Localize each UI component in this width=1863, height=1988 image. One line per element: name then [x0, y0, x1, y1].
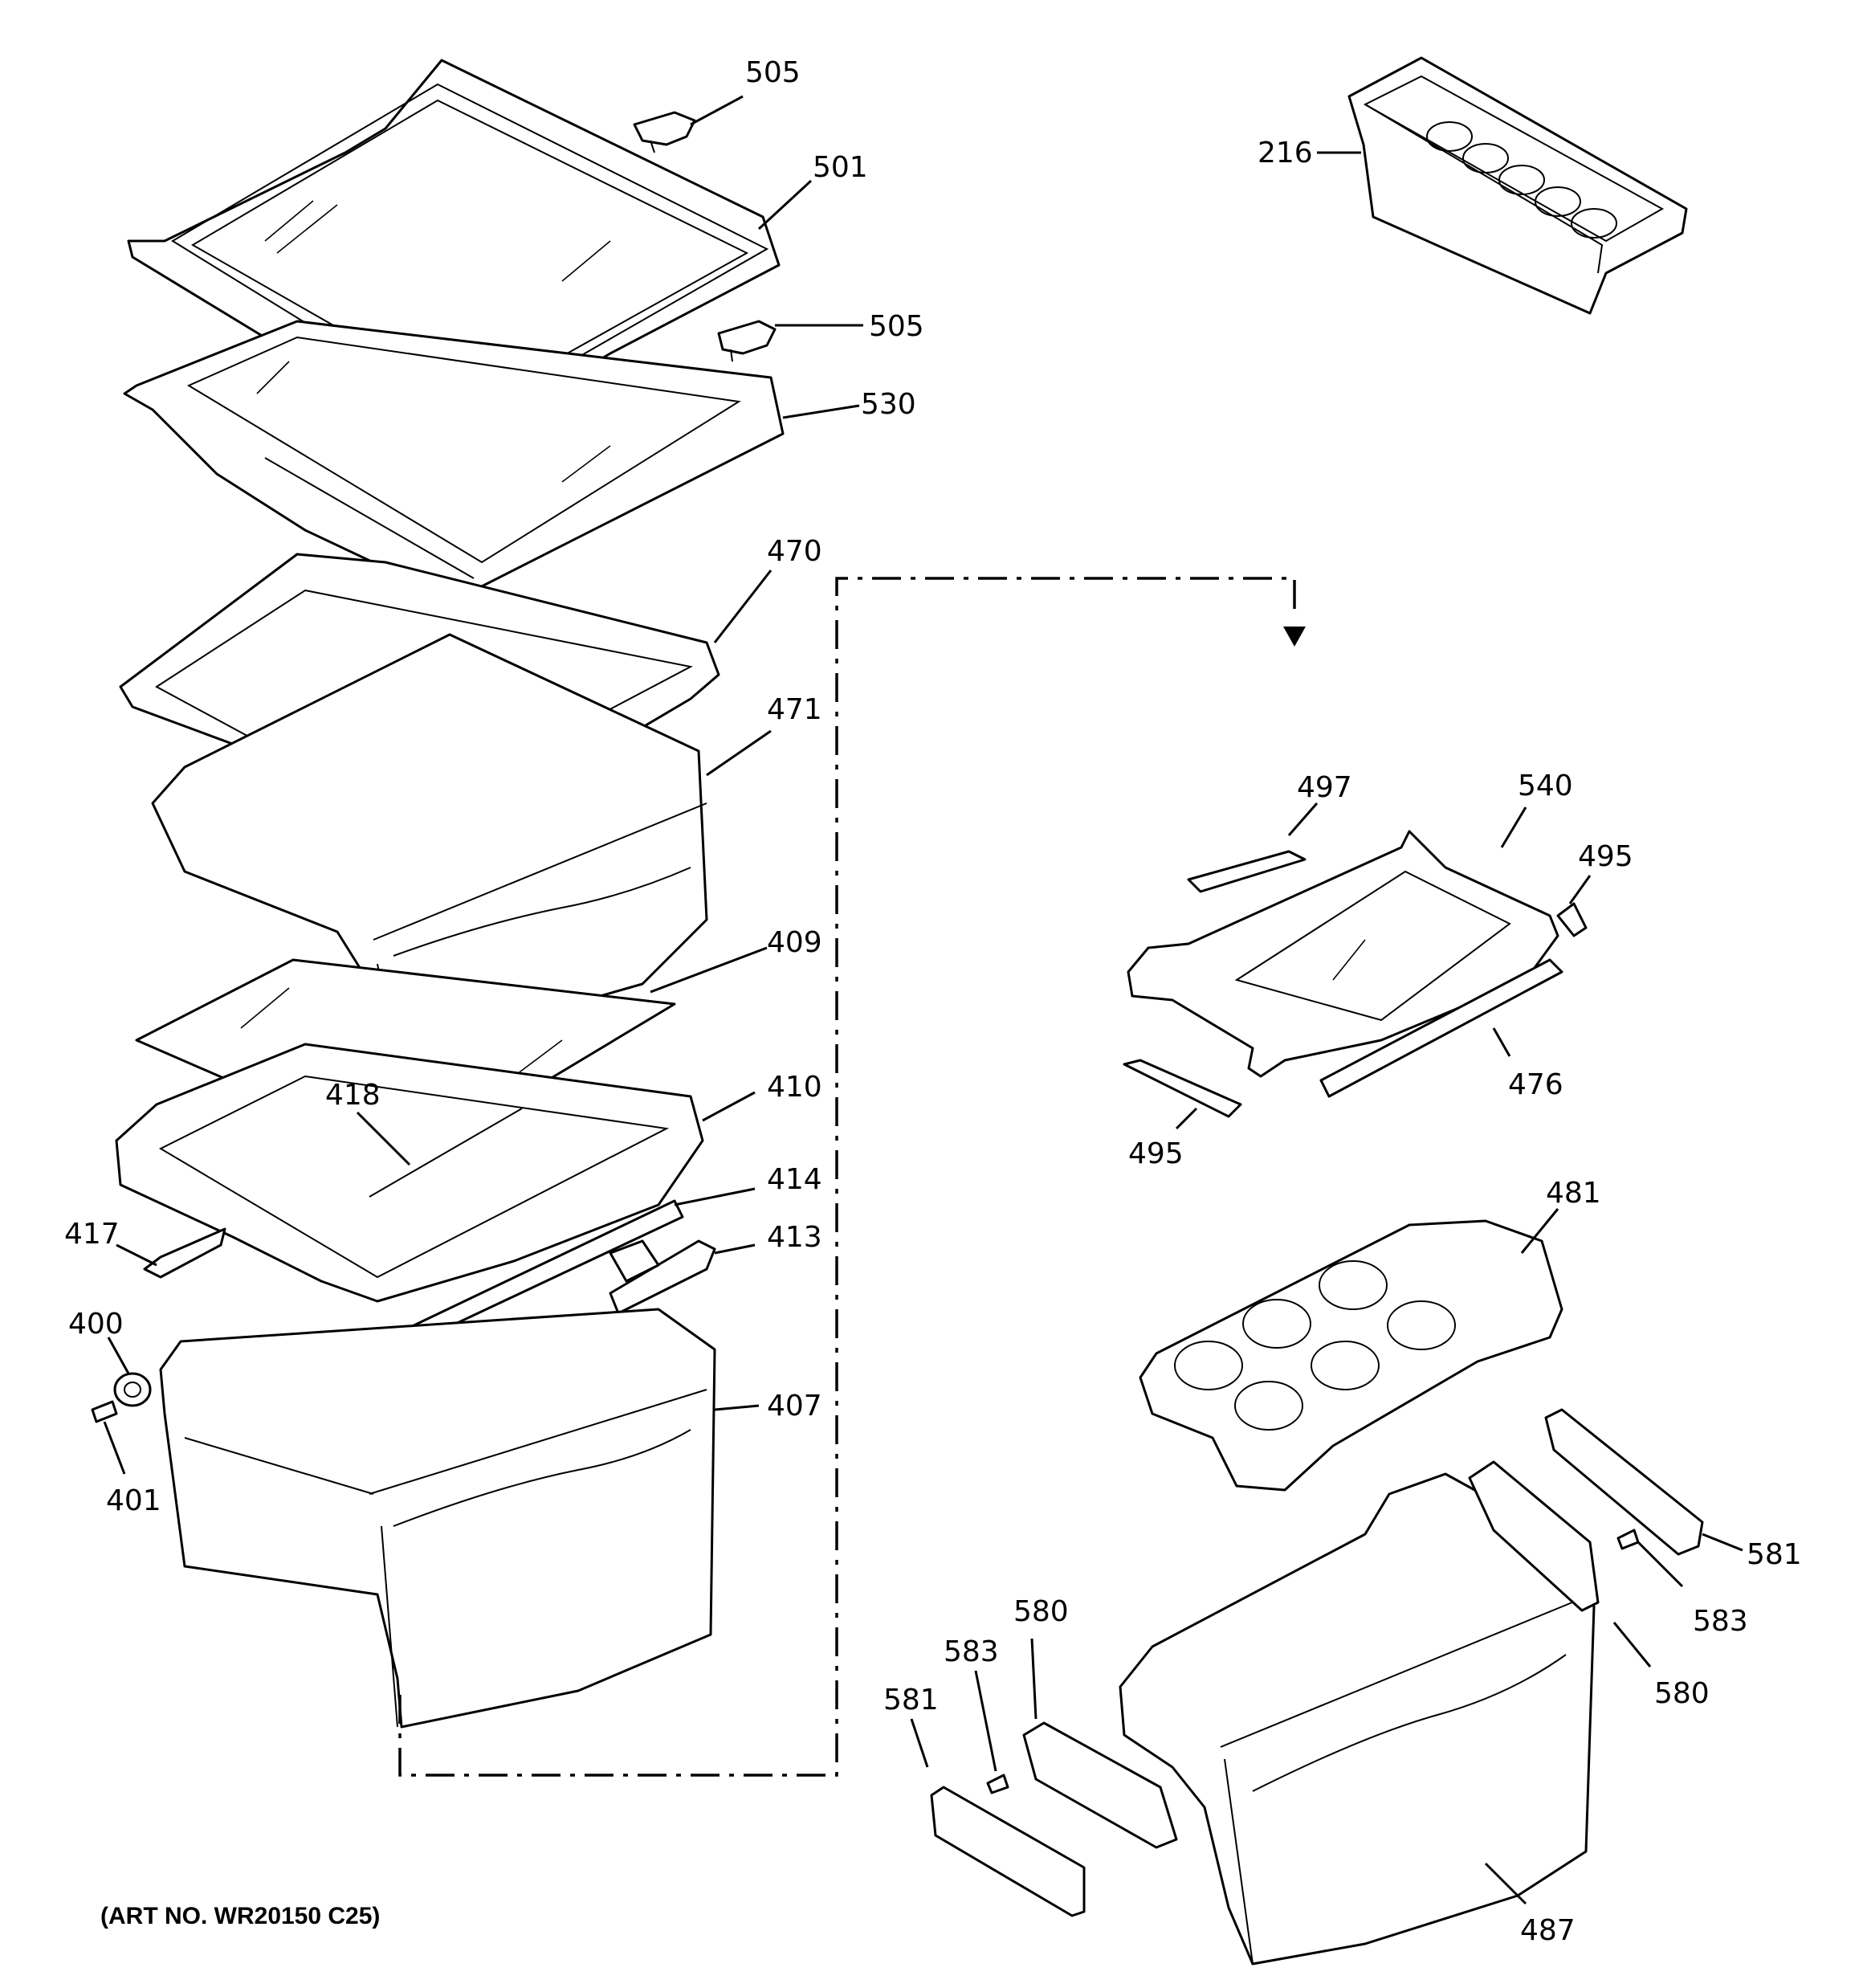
label-505-right: 505: [869, 310, 924, 343]
part-417-rail: [143, 1227, 226, 1279]
label-487: 487: [1520, 1914, 1576, 1947]
label-414: 414: [767, 1163, 822, 1196]
part-481-egg-tray: [1139, 1219, 1563, 1492]
label-530: 530: [861, 388, 916, 421]
part-505-clip-right: [717, 320, 777, 362]
label-505-top: 505: [745, 56, 801, 89]
part-583-screw-left: [986, 1774, 1009, 1794]
part-495-rail-right: [1556, 902, 1588, 937]
label-471: 471: [767, 693, 822, 726]
part-476-bar: [1319, 958, 1563, 1098]
label-417: 417: [64, 1218, 120, 1251]
label-413: 413: [767, 1221, 822, 1254]
label-581-left: 581: [883, 1684, 939, 1717]
arrow-down-icon: [1283, 627, 1306, 647]
part-581-rail-left: [930, 1786, 1086, 1917]
label-481: 481: [1546, 1177, 1601, 1210]
label-583-left: 583: [944, 1635, 999, 1668]
label-501: 501: [813, 151, 868, 184]
part-400-roller: [113, 1372, 152, 1407]
connector-dashed-line: [398, 577, 1306, 1777]
part-407-drawer: [159, 1308, 716, 1729]
part-530-frame: [123, 320, 785, 600]
label-497: 497: [1297, 771, 1352, 804]
part-581-rail-right: [1544, 1408, 1704, 1556]
label-583-right: 583: [1693, 1605, 1748, 1638]
label-580-left: 580: [1013, 1595, 1069, 1628]
label-580-right: 580: [1654, 1677, 1710, 1710]
label-495-left: 495: [1128, 1137, 1184, 1170]
part-580-bracket-right: [1468, 1460, 1600, 1612]
part-216-bin: [1347, 56, 1688, 315]
label-476: 476: [1508, 1068, 1563, 1101]
label-401: 401: [106, 1484, 161, 1517]
part-number-labels: 505 501 505 530 216 470 471 409 410 418 …: [64, 56, 1802, 1947]
part-583-screw-right: [1616, 1529, 1640, 1550]
art-number: (ART NO. WR20150 C25): [100, 1903, 380, 1929]
part-410-frame: [115, 1043, 704, 1303]
part-540-cover: [1127, 830, 1559, 1078]
part-505-clip-top: [633, 111, 696, 153]
label-216: 216: [1258, 137, 1313, 169]
label-407: 407: [767, 1390, 822, 1423]
leader-lines: [103, 95, 1743, 1905]
label-581-right: 581: [1747, 1538, 1802, 1571]
label-418: 418: [325, 1079, 381, 1112]
part-495-rail-left: [1123, 1059, 1242, 1118]
label-400: 400: [68, 1308, 124, 1341]
part-580-bracket-left: [1022, 1721, 1178, 1849]
label-410: 410: [767, 1071, 822, 1104]
label-540: 540: [1518, 769, 1573, 802]
part-487-drawer: [1119, 1472, 1596, 1966]
label-409: 409: [767, 926, 822, 959]
part-413-handle: [609, 1239, 716, 1315]
label-495-right: 495: [1578, 840, 1633, 873]
part-401-screw: [91, 1400, 118, 1423]
part-497-strip: [1187, 850, 1307, 893]
label-470: 470: [767, 535, 822, 568]
